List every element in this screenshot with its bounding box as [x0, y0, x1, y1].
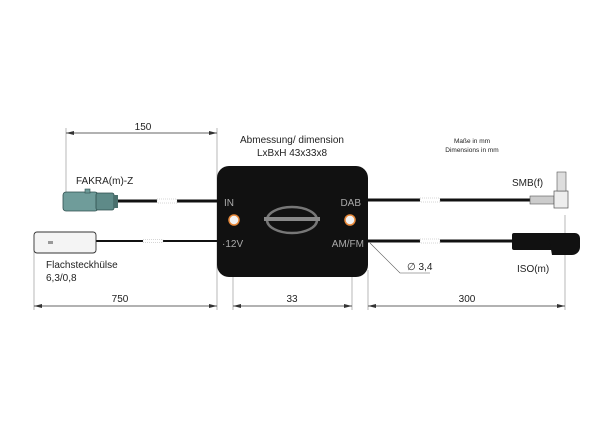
diameter-leader — [369, 242, 430, 274]
port-amfm: AM/FM — [332, 239, 364, 250]
dim-33: 33 — [286, 294, 298, 305]
module-title: Abmessung/ dimension — [240, 135, 344, 146]
fakra-connector — [62, 188, 118, 212]
splitter-module: IN ·12V DAB AM/FM — [217, 166, 368, 277]
flat-plug-connector — [33, 231, 97, 254]
dim-750: 750 — [112, 294, 129, 305]
dim-150: 150 — [135, 122, 152, 133]
iso-label: ISO(m) — [517, 264, 549, 275]
units-note-en: Dimensions in mm — [445, 147, 498, 154]
iso-connector — [512, 233, 580, 255]
flat-plug-label: Flachsteckhülse — [46, 260, 118, 271]
fakra-label: FAKRA(m)-Z — [76, 176, 133, 187]
dimension-lines — [34, 132, 565, 307]
port-dab: DAB — [340, 198, 361, 209]
extension-lines — [33, 128, 566, 310]
units-note-de: Maße in mm — [454, 138, 490, 145]
dimension-arrows — [34, 131, 565, 308]
flat-plug-size: 6,3/0,8 — [46, 273, 77, 284]
led-right-icon — [344, 214, 356, 226]
port-12v: ·12V — [222, 239, 243, 250]
smb-label: SMB(f) — [512, 178, 543, 189]
module-size: LxBxH 43x33x8 — [257, 148, 327, 159]
dim-300: 300 — [459, 294, 476, 305]
led-left-icon — [228, 214, 240, 226]
cable-diameter: ∅ 3,4 — [407, 262, 433, 273]
smb-connector — [529, 171, 569, 209]
cables — [95, 197, 530, 244]
port-in: IN — [224, 198, 234, 209]
